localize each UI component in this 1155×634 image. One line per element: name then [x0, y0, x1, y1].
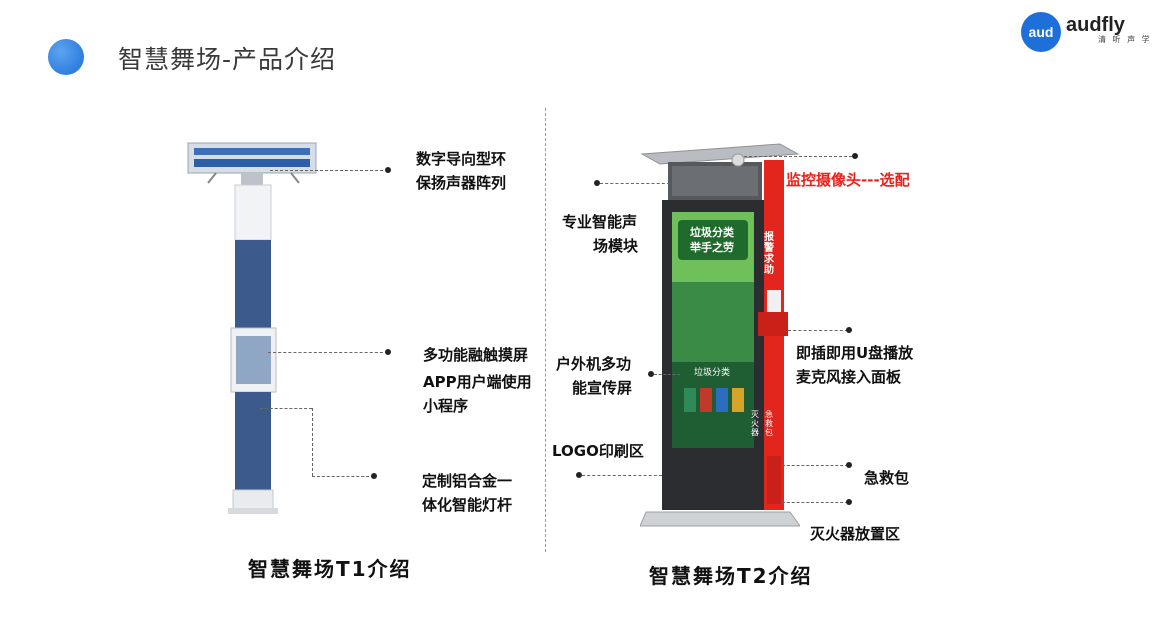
t2-usb-leader-line	[788, 330, 848, 331]
t2-label-usb-2: 麦克风接入面板	[796, 368, 902, 386]
t1-pole-leader-top	[260, 408, 312, 409]
t2-label-extinguisher: 灭火器放置区	[810, 525, 901, 543]
t1-touch-dot	[385, 349, 391, 355]
t2-logo-dot	[576, 472, 582, 478]
t2-aid-dot	[846, 462, 852, 468]
t2-sound-leader-line	[600, 183, 670, 184]
t2-label-first-aid: 急救包	[864, 469, 910, 487]
t2-camera-leader-line	[744, 156, 852, 157]
section-divider	[545, 108, 546, 552]
t1-label-touch-1: 多功能融触摸屏	[423, 346, 529, 364]
t2-aid-leader-line	[782, 465, 848, 466]
t2-label-sound-1: 专业智能声	[562, 213, 638, 231]
t2-fire-text: 灭火器	[751, 410, 759, 437]
t2-usb-dot	[846, 327, 852, 333]
t1-pole-leader-bottom	[312, 476, 374, 477]
t1-label-touch-3: 小程序	[423, 397, 469, 415]
brand-logo-subtitle: 清 听 声 学	[1098, 35, 1152, 44]
t2-label-camera: 监控摄像头---选配	[786, 171, 910, 189]
page-title: 智慧舞场-产品介绍	[118, 45, 337, 74]
t1-label-pole-2: 体化智能灯杆	[422, 496, 513, 514]
t1-smart-pole-image	[187, 142, 317, 514]
brand-logo-name: audfly	[1066, 14, 1125, 36]
t2-caption: 智慧舞场T2介绍	[649, 564, 813, 588]
t1-pole-leader-vertical	[312, 408, 313, 476]
t2-screen-bottom-text: 垃圾分类	[693, 368, 730, 378]
t1-pole-dot	[371, 473, 377, 479]
t2-kiosk-image	[640, 143, 800, 527]
t2-camera-dot	[852, 153, 858, 159]
t1-caption: 智慧舞场T1介绍	[248, 557, 412, 581]
t2-logo-leader-line	[582, 475, 662, 476]
t2-aid-text: 急救包	[765, 410, 773, 437]
t2-sound-dot	[594, 180, 600, 186]
title-bullet-icon	[48, 39, 84, 75]
t2-screen-leader-line	[654, 374, 680, 375]
t2-screen-dot	[648, 371, 654, 377]
t2-label-screen-2: 能宣传屏	[572, 379, 633, 397]
t1-label-speaker-1: 数字导向型环	[416, 150, 507, 168]
t2-alarm-text: 报警求助	[764, 232, 774, 276]
t2-extinguisher-leader-line	[782, 502, 848, 503]
t1-label-speaker-2: 保扬声器阵列	[416, 174, 507, 192]
t2-extinguisher-dot	[846, 499, 852, 505]
t1-label-touch-2: APP用户端使用	[423, 373, 532, 391]
t2-screen-headline-2: 举手之劳	[690, 241, 734, 254]
t2-label-screen-1: 户外机多功	[556, 355, 632, 373]
t1-speaker-dot	[385, 167, 391, 173]
brand-logo-badge: aud	[1021, 12, 1061, 52]
t2-label-logo-area: LOGO印刷区	[552, 442, 644, 460]
t1-speaker-leader-line	[270, 170, 388, 171]
t2-screen-headline-1: 垃圾分类	[690, 226, 734, 239]
t2-label-sound-2: 场模块	[593, 237, 639, 255]
t2-label-usb-1: 即插即用U盘播放	[796, 344, 914, 362]
t1-touch-leader-line	[268, 352, 388, 353]
t1-label-pole-1: 定制铝合金一	[422, 472, 513, 490]
